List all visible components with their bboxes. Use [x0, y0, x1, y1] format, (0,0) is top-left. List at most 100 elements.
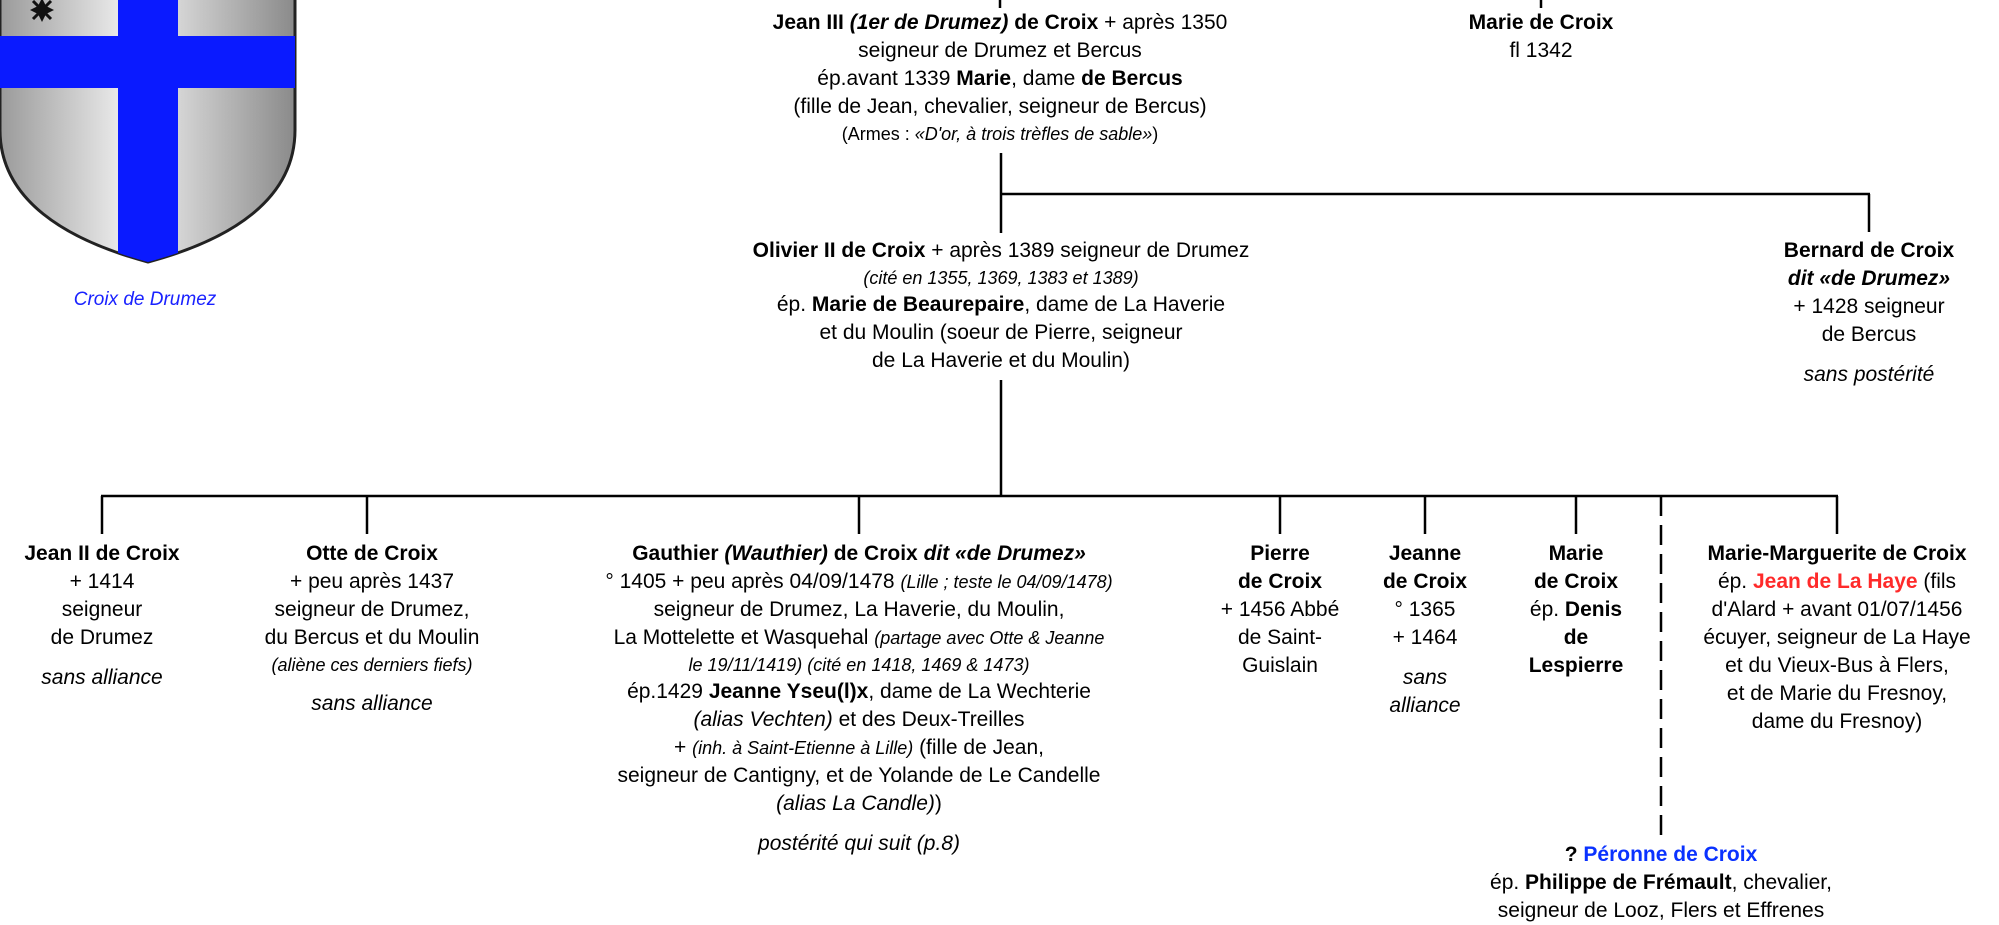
- olivier-line2: et du Moulin (soeur de Pierre, seigneur: [819, 321, 1183, 344]
- jean3-surname: de Croix: [1014, 11, 1099, 34]
- gauthier-l9: ): [934, 792, 942, 815]
- peronne-l1a: ép.: [1490, 871, 1526, 894]
- gauthier-l1-it: (Lille ; teste le 04/09/1478): [900, 572, 1113, 592]
- peronne-spouse: Philippe de Frémault: [1525, 871, 1732, 894]
- otte-l2: seigneur de Drumez,: [274, 598, 470, 621]
- jean2-l1: + 1414: [69, 570, 135, 593]
- gauthier-l9-it: (alias La Candle): [776, 792, 935, 815]
- gauthier-name: Gauthier: [632, 542, 719, 565]
- marie2-l3a: ép.: [1529, 598, 1565, 621]
- gauthier-alias: (Wauthier): [724, 542, 828, 565]
- jean3-spouse-mid: , dame: [1011, 67, 1076, 90]
- jean3-spouse-of: de Bercus: [1081, 67, 1183, 90]
- gauthier-l3: La Mottelette et Wasquehal: [613, 626, 869, 649]
- pierre-l2: de Croix: [1237, 570, 1323, 593]
- marie-gen1-name: Marie de Croix: [1468, 11, 1614, 34]
- person-otte: Otte de Croix + peu après 1437 seigneur …: [222, 540, 522, 718]
- coat-of-arms: [0, 0, 297, 264]
- gauthier-spouse-rest: , dame de La Wechterie: [868, 680, 1091, 703]
- person-peronne: ? Péronne de Croix ép. Philippe de Fréma…: [1411, 841, 1911, 925]
- gauthier-l7-it: (inh. à Saint-Etienne à Lille): [692, 738, 914, 758]
- gauthier-surname: de Croix: [827, 542, 924, 565]
- gauthier-l7b: (fille de Jean,: [913, 736, 1044, 759]
- peronne-l2: seigneur de Looz, Flers et Effrenes: [1497, 899, 1825, 922]
- person-olivier2: Olivier II de Croix + après 1389 seigneu…: [651, 237, 1351, 375]
- gauthier-l8: seigneur de Cantigny, et de Yolande de L…: [617, 764, 1101, 787]
- pierre-l4: de Saint-: [1237, 626, 1323, 649]
- gauthier-l7a: +: [674, 736, 693, 759]
- person-marie-marguerite: Marie-Marguerite de Croix ép. Jean de La…: [1677, 540, 1997, 736]
- jean3-arms: «D'or, à trois trèfles de sable»: [914, 124, 1153, 144]
- marie-gen1-fl: fl 1342: [1509, 39, 1573, 62]
- jean3-arms-suffix: ): [1152, 124, 1159, 144]
- gauthier-marriage: ép.1429: [627, 680, 709, 703]
- gauthier-l3-it: (partage avec Otte & Jeanne: [874, 628, 1105, 648]
- coat-of-arms-caption: Croix de Drumez: [73, 289, 217, 310]
- mm-l1b: (fils: [1917, 570, 1957, 593]
- pierre-l5: Guislain: [1242, 654, 1318, 677]
- person-marie-gen3: Marie de Croix ép. Denis de Lespierre: [1506, 540, 1646, 680]
- olivier-marriage: ép.: [776, 293, 812, 316]
- olivier-rest: + après 1389 seigneur de Drumez: [925, 239, 1250, 262]
- marie2-l5: Lespierre: [1528, 654, 1624, 677]
- gauthier-dit: dit «de Drumez»: [923, 542, 1086, 565]
- jeanne-l2: de Croix: [1382, 570, 1468, 593]
- person-gauthier: Gauthier (Wauthier) de Croix dit «de Dru…: [529, 540, 1189, 858]
- mm-l5: et de Marie du Fresnoy,: [1726, 682, 1948, 705]
- marie2-l2: de Croix: [1533, 570, 1619, 593]
- jean2-name: Jean II de Croix: [24, 542, 180, 565]
- peronne-name: Péronne de Croix: [1583, 843, 1758, 866]
- cross-horizontal: [0, 36, 295, 88]
- jean3-name: Jean III: [772, 11, 844, 34]
- jean3-title: seigneur de Drumez et Bercus: [858, 39, 1142, 62]
- gauthier-note: postérité qui suit (p.8): [758, 832, 960, 855]
- person-jean2: Jean II de Croix + 1414 seigneur de Drum…: [2, 540, 202, 692]
- jean2-note: sans alliance: [41, 666, 163, 689]
- jeanne-n2: alliance: [1389, 694, 1461, 717]
- mm-l6: dame du Fresnoy): [1751, 710, 1923, 733]
- bernard-note: sans postérité: [1803, 363, 1935, 386]
- jean2-l2: seigneur: [61, 598, 143, 621]
- jean3-spouse: Marie: [956, 67, 1012, 90]
- gauthier-l4-it: le 19/11/1419) (cité en 1418, 1469 & 147…: [688, 655, 1030, 675]
- peronne-l1c: , chevalier,: [1731, 871, 1832, 894]
- jean3-qualifier: (1er de Drumez): [849, 11, 1009, 34]
- person-pierre: Pierre de Croix + 1456 Abbé de Saint- Gu…: [1200, 540, 1360, 680]
- bernard-death: + 1428 seigneur: [1793, 295, 1945, 318]
- gauthier-l6-it: (alias Vechten): [693, 708, 833, 731]
- jean3-spouse-parent: (fille de Jean, chevalier, seigneur de B…: [793, 95, 1207, 118]
- mm-spouse: Jean de La Haye: [1752, 570, 1918, 593]
- olivier-name: Olivier II de Croix: [752, 239, 926, 262]
- otte-l4: (aliène ces derniers fiefs): [271, 655, 473, 675]
- person-marie-gen1: Marie de Croix fl 1342: [1391, 9, 1691, 65]
- marie2-l3b: Denis: [1564, 598, 1623, 621]
- pierre-l1: Pierre: [1250, 542, 1310, 565]
- otte-name: Otte de Croix: [306, 542, 438, 565]
- mm-l3: écuyer, seigneur de La Haye: [1703, 626, 1971, 649]
- jean3-marriage: ép.avant 1339: [817, 67, 951, 90]
- marie2-l1: Marie: [1548, 542, 1604, 565]
- olivier-spouse-rest: , dame de La Haverie: [1024, 293, 1226, 316]
- otte-note: sans alliance: [311, 692, 433, 715]
- marie2-l4: de: [1563, 626, 1589, 649]
- mm-l2: d'Alard + avant 01/07/1456: [1711, 598, 1963, 621]
- person-jeanne: Jeanne de Croix ° 1365 + 1464 sans allia…: [1360, 540, 1490, 720]
- person-bernard: Bernard de Croix dit «de Drumez» + 1428 …: [1739, 237, 1999, 389]
- otte-l3: du Bercus et du Moulin: [264, 626, 480, 649]
- pierre-l3: + 1456 Abbé: [1220, 598, 1340, 621]
- gauthier-spouse: Jeanne Yseu(l)x: [708, 680, 869, 703]
- jeanne-n1: sans: [1402, 666, 1448, 689]
- bernard-title: de Bercus: [1821, 323, 1917, 346]
- olivier-spouse: Marie de Beaurepaire: [811, 293, 1025, 316]
- person-jean3: Jean III (1er de Drumez) de Croix + aprè…: [700, 9, 1300, 147]
- peronne-prefix: ?: [1564, 843, 1584, 866]
- gauthier-l1: ° 1405 + peu après 04/09/1478: [605, 570, 895, 593]
- mm-l1a: ép.: [1717, 570, 1753, 593]
- jeanne-l4: + 1464: [1392, 626, 1458, 649]
- bernard-dit: dit «de Drumez»: [1787, 267, 1951, 290]
- jean3-death: + après 1350: [1104, 11, 1228, 34]
- gauthier-l2: seigneur de Drumez, La Haverie, du Mouli…: [653, 598, 1065, 621]
- otte-l1: + peu après 1437: [289, 570, 455, 593]
- mm-name: Marie-Marguerite de Croix: [1707, 542, 1967, 565]
